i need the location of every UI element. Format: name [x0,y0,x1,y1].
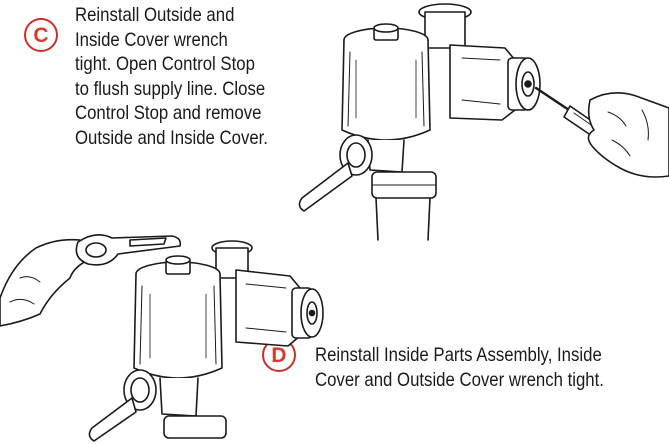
step-c-line: Outside and Inside Cover. [75,126,268,149]
step-c-instructions: Reinstall Outside and Inside Cover wrenc… [75,3,268,150]
step-c-line: Reinstall Outside and [75,4,235,26]
step-c-line: to flush supply line. Close [75,77,266,100]
step-c-line: Control Stop and remove [75,102,262,124]
step-d-letter: D [271,343,287,367]
step-c-letter: C [33,23,49,47]
step-d-line: Cover and Outside Cover wrench tight. [315,368,604,391]
step-c-line: tight. Open Control Stop [75,53,255,75]
illustration-c-flush-valve-screwdriver [290,0,669,240]
step-c-badge: C [24,18,58,52]
step-d-line: Reinstall Inside Parts Assembly, Inside [315,344,602,366]
illustration-d-flush-valve-wrench [0,218,330,444]
step-c-line: Inside Cover wrench [75,28,228,51]
step-d-instructions: Reinstall Inside Parts Assembly, Inside … [315,343,604,392]
